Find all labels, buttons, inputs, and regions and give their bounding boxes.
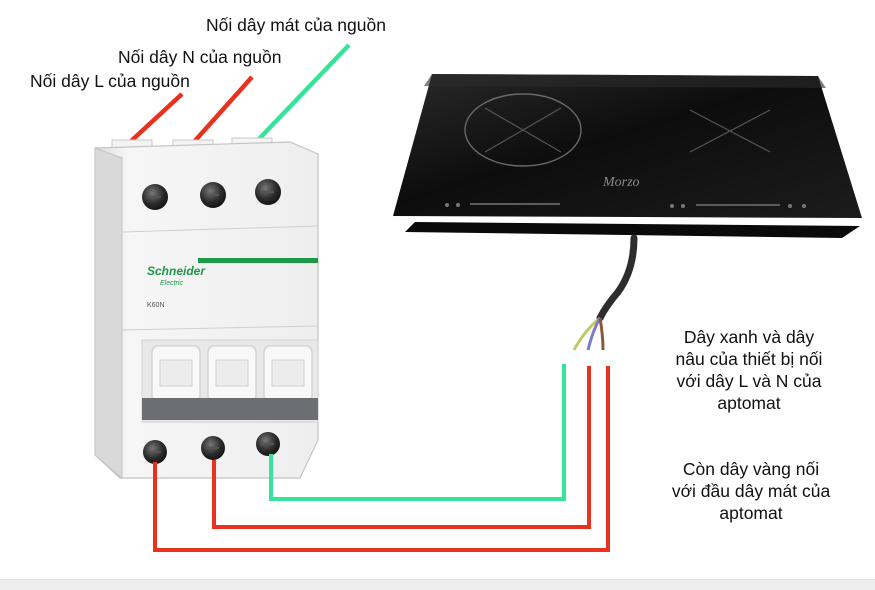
device-wiring-note: Dây xanh và dây nâu của thiết bị nối với… <box>634 326 864 414</box>
ground-wiring-note: Còn dây vàng nối với đầu dây mát của apt… <box>636 458 866 524</box>
bottom-strip <box>0 579 875 590</box>
ground-source-label: Nối dây mát của nguồn <box>206 15 386 35</box>
neutral-source-label: Nối dây N của nguồn <box>118 47 282 67</box>
note-line-5: Còn dây vàng nối <box>682 459 820 479</box>
note-line-7: aptomat <box>719 503 783 523</box>
note-line-2: nâu của thiết bị nối <box>675 349 823 369</box>
circuit-breaker: Schneider Electric K60N <box>94 137 319 480</box>
neutral-wire-source <box>191 75 254 145</box>
breaker-toggle-1 <box>151 345 201 403</box>
note-line-3: với dây L và N của <box>676 371 822 391</box>
ground-wire-device <box>269 364 566 501</box>
breaker-model: K60N <box>147 302 165 309</box>
cooktop-brand: Morzo <box>602 175 640 190</box>
note-line-1: Dây xanh và dây <box>683 327 815 347</box>
note-line-6: với đầu dây mát của <box>671 481 831 501</box>
cooktop-cable <box>596 234 638 322</box>
breaker-brand-sub: Electric <box>160 280 183 287</box>
neutral-wire-device <box>212 366 591 529</box>
line-wire-device <box>153 366 610 552</box>
induction-cooktop: Morzo <box>393 74 862 238</box>
ground-wire-source <box>256 43 351 142</box>
line-source-label: Nối dây L của nguồn <box>30 71 190 91</box>
breaker-toggle-3 <box>263 345 313 403</box>
note-line-4: aptomat <box>717 393 781 413</box>
breaker-toggle-2 <box>207 345 257 403</box>
line-wire-source <box>127 92 184 145</box>
cooktop-burner-left <box>464 93 582 167</box>
breaker-brand: Schneider <box>147 264 206 278</box>
